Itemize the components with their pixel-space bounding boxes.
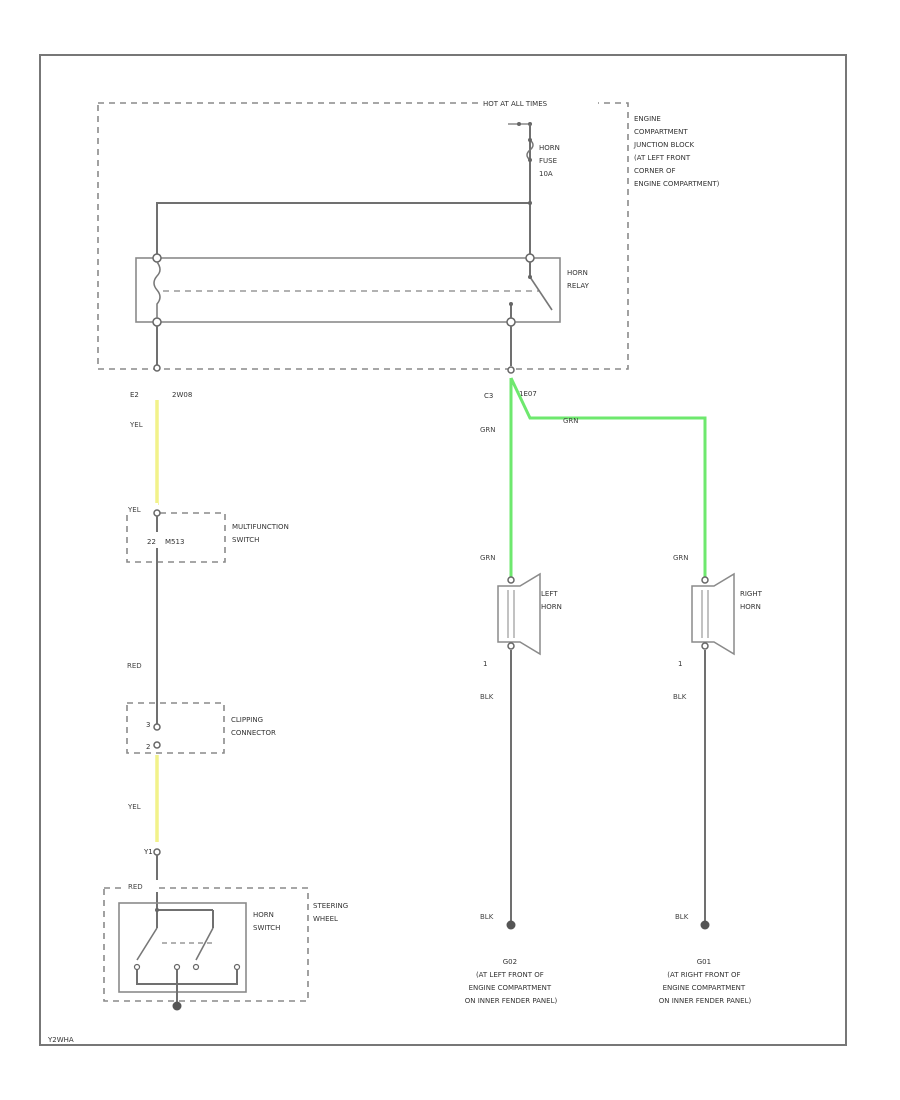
svg-text:1: 1 [483,660,487,668]
svg-text:1E07: 1E07 [519,390,537,398]
svg-text:HORN RELAY: HORN RELAY [567,269,590,290]
multifunction-switch: YEL 22 M513 MULTIFUNCTION SWITCH [124,503,291,563]
left-horn: LEFT HORN 1 [483,572,562,668]
wire-label-red-1: RED [127,662,142,670]
svg-text:2W08: 2W08 [172,391,192,399]
wire-label-grn-3: GRN [480,554,496,562]
wire-label-yel-1: YEL [129,421,143,429]
svg-text:C3: C3 [484,392,493,400]
diagram-id: Y2WHA [47,1036,74,1044]
ground-g01 [700,920,710,930]
wire-label-yel-2: YEL [127,803,141,811]
svg-text:MULTIFUNCTION SWITCH: MULTIFUNCTION SWITCH [232,523,291,544]
svg-text:M513: M513 [165,538,184,546]
fuse-block-description: ENGINE COMPARTMENT JUNCTION BLOCK (AT LE… [633,115,720,188]
svg-text:STEERING WHEEL: STEERING WHEEL [313,902,350,923]
horn-fuse: HORN FUSE 10A [526,124,562,258]
svg-text:3: 3 [146,721,150,729]
diagram-frame [39,54,847,1046]
horn-relay: HORN RELAY [135,253,590,327]
horn-switch: HORN SWITCH [118,902,280,1004]
wire-label-grn-2: GRN [563,417,579,425]
fuse-block-header: HOT AT ALL TIMES [483,100,548,108]
svg-text:22: 22 [147,538,156,546]
grn-wire [509,377,707,578]
steering-wheel: RED STEERING WHEEL HORN SWITCH [103,880,350,1011]
junction-block: HOT AT ALL TIMES ENGINE COMPARTMENT JUNC… [97,97,720,370]
wire-label-grn-4: GRN [673,554,689,562]
svg-text:YEL: YEL [127,506,141,514]
right-horn: RIGHT HORN 1 [678,572,764,668]
ground-g02 [506,920,516,930]
wire-label-grn-1: GRN [480,426,496,434]
svg-text:2: 2 [146,743,150,751]
wire-label-blk-1: BLK [480,693,494,701]
svg-text:CLIPPING CONNECTOR: CLIPPING CONNECTOR [231,716,276,737]
svg-text:1: 1 [678,660,682,668]
svg-text:LEFT HORN: LEFT HORN [541,590,562,611]
connector-e2: E2 2W08 [130,364,192,399]
wire-label-blk-2: BLK [673,693,687,701]
svg-text:HORN FUSE 10A: HORN FUSE 10A [539,144,562,178]
svg-text:RIGHT HORN: RIGHT HORN [740,590,764,611]
connector-c3: C3 1E07 [484,366,537,400]
ground-point [172,1001,182,1011]
wire-label-blk-3: BLK [480,913,494,921]
svg-text:HORN SWITCH: HORN SWITCH [253,911,280,932]
ground-g02-label: G02 (AT LEFT FRONT OF ENGINE COMPARTMENT… [465,958,558,1005]
svg-text:Y1: Y1 [143,848,153,856]
wire-label-blk-4: BLK [675,913,689,921]
clipping-connector: 3 2 CLIPPING CONNECTOR [126,702,276,754]
svg-text:RED: RED [128,883,143,891]
ground-g01-label: G01 (AT RIGHT FRONT OF ENGINE COMPARTMEN… [659,958,752,1005]
svg-text:E2: E2 [130,391,139,399]
